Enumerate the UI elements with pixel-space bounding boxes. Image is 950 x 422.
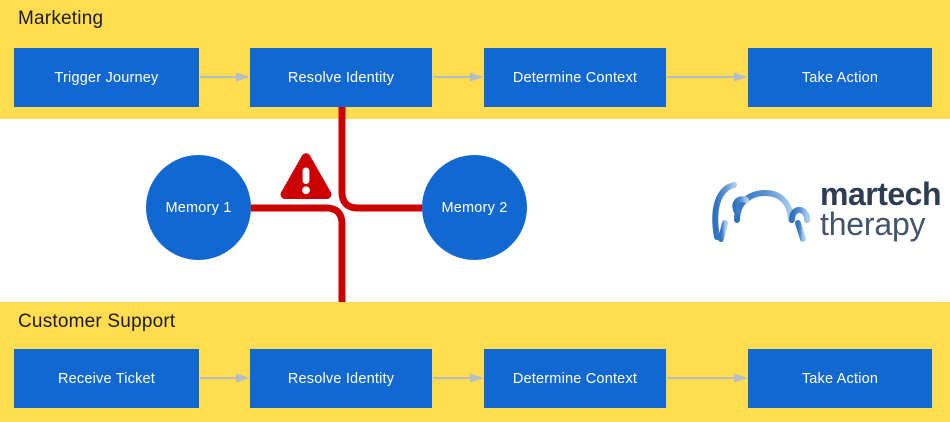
memory-node-1[interactable]: Memory 1 — [146, 155, 251, 260]
lane-title-customer-support: Customer Support — [18, 311, 176, 332]
brand-logo: martech therapy — [706, 168, 942, 250]
warning-triangle-icon — [278, 150, 334, 206]
turtle-on-couch-icon — [712, 182, 811, 242]
arrow-right-icon — [667, 373, 748, 383]
logo-wordmark-bottom: therapy — [820, 206, 926, 242]
step-marketing-trigger-journey[interactable]: Trigger Journey — [14, 48, 199, 107]
lane-marketing: Marketing Trigger Journey Resolve Identi… — [0, 0, 950, 119]
arrow-right-icon — [667, 72, 748, 82]
step-marketing-determine-context[interactable]: Determine Context — [484, 48, 666, 107]
lane-customer-support: Customer Support Receive Ticket Resolve … — [0, 302, 950, 422]
arrow-right-icon — [433, 373, 484, 383]
arrow-right-icon — [433, 72, 484, 82]
lane-title-marketing: Marketing — [18, 8, 104, 29]
logo-wordmark-top: martech — [820, 175, 942, 212]
memory-node-2[interactable]: Memory 2 — [422, 155, 527, 260]
arrow-right-icon — [200, 373, 250, 383]
step-marketing-resolve-identity[interactable]: Resolve Identity — [250, 48, 432, 107]
step-marketing-take-action[interactable]: Take Action — [748, 48, 932, 107]
step-support-determine-context[interactable]: Determine Context — [484, 349, 666, 408]
step-support-resolve-identity[interactable]: Resolve Identity — [250, 349, 432, 408]
step-support-take-action[interactable]: Take Action — [748, 349, 932, 408]
arrow-right-icon — [200, 72, 250, 82]
step-support-receive-ticket[interactable]: Receive Ticket — [14, 349, 199, 408]
memory-layer: Memory 1 Memory 2 — [0, 119, 950, 302]
